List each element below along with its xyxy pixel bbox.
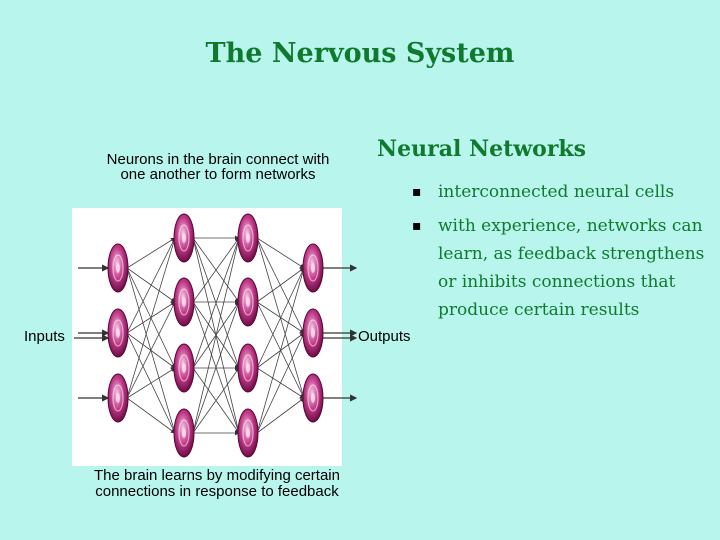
square-bullet-icon: ▪ [412,184,422,200]
connection-line [192,237,240,303]
inputs-label: Inputs [24,328,65,345]
bullet-text: with experience, networks can learn, as … [438,216,705,320]
neuron-icon [173,343,195,393]
connection-line [256,332,305,434]
connection-line [256,267,305,303]
connection-line [256,267,306,434]
connection-line [192,237,241,434]
neuron-icon [107,308,129,358]
bullet-text: interconnected neural cells [438,182,675,202]
connection-line [126,237,176,334]
connection-line [126,367,176,399]
bullet-item: ▪ interconnected neural cells [412,178,712,206]
neuron-icon [107,243,129,293]
square-bullet-icon: ▪ [412,218,422,234]
neural-networks-heading: Neural Networks [377,136,587,162]
connection-line [256,267,305,369]
neuron-icon [173,213,195,263]
bullet-item: ▪ with experience, networks can learn, a… [412,212,712,324]
neuron-icon [302,373,324,423]
neuron-icon [237,277,259,327]
neuron-icon [173,408,195,458]
neuron-icon [173,277,195,327]
connection-line [126,237,177,399]
neuron-icon [302,243,324,293]
bullet-list: ▪ interconnected neural cells ▪ with exp… [412,178,712,330]
connection-line [256,237,305,269]
network-connections [126,235,306,436]
neuron-icon [107,373,129,423]
outputs-label: Outputs [358,328,411,345]
network-neurons [107,213,324,458]
connection-line [192,237,240,369]
neuron-icon [237,213,259,263]
connection-line [126,397,176,434]
neuron-icon [302,308,324,358]
connection-line [126,237,176,269]
connection-line [192,367,240,434]
connection-line [192,301,240,434]
diagram-caption-top: Neurons in the brain connect with one an… [106,151,330,183]
connection-line [126,301,176,399]
io-arrows [74,264,358,402]
diagram-caption-bottom: The brain learns by modifying certain co… [94,467,340,500]
neuron-icon [237,343,259,393]
neuron-icon [237,408,259,458]
connection-line [256,237,305,334]
connection-line [256,397,305,434]
slide-title: The Nervous System [205,38,515,69]
